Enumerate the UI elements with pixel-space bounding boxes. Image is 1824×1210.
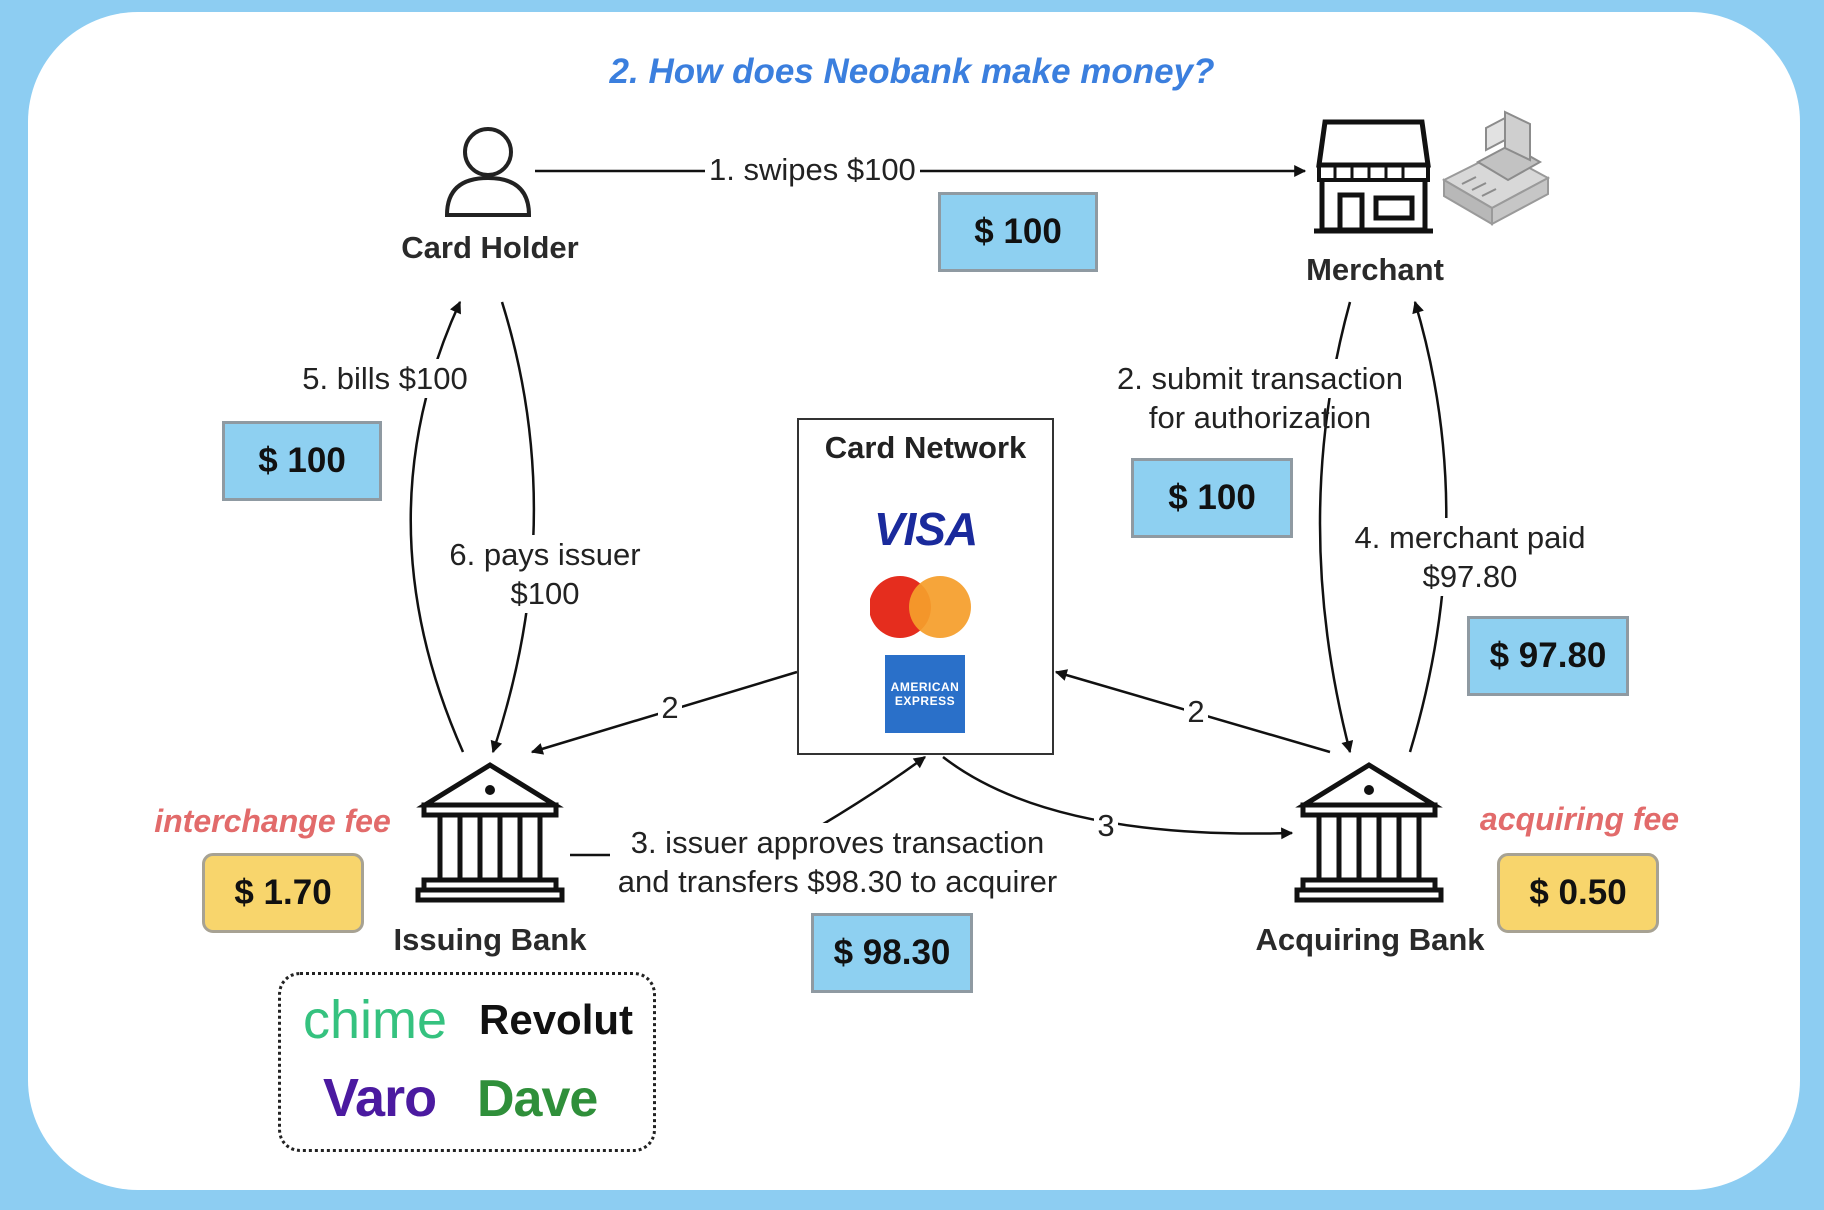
interchange-fee-value: $ 1.70 [202,853,364,933]
neobank-brands-box: chime Revolut Varo Dave [278,972,656,1152]
acquiring-fee-value: $ 0.50 [1497,853,1659,933]
bank-icon [415,762,565,903]
step-label: 2 [1184,692,1208,731]
arrow-pays-issuer [490,301,536,754]
revolut-logo: Revolut [479,996,634,1043]
arrow-network-to-acquirer [942,756,1294,840]
issuer-approves-label-line2: and transfers $98.30 to acquirer [605,862,1070,901]
amount-swipe: $ 100 [938,192,1098,272]
person-icon [444,127,532,217]
amount-bills: $ 100 [222,421,382,501]
mastercard-logo [870,576,971,638]
chime-logo: chime [303,990,448,1050]
amex-logo-line2: EXPRESS [894,694,956,708]
merchant-paid-label-line2: $97.80 [1340,557,1600,596]
card-network-title: Card Network [824,430,1027,465]
submit-label-line2: for authorization [1148,400,1372,435]
issuing-bank-label: Issuing Bank [393,922,587,957]
acquiring-bank-label: Acquiring Bank [1255,922,1485,957]
merchant-label: Merchant [1306,252,1444,287]
store-icon [1314,119,1433,234]
pays-issuer-label-line1: 6. pays issuer [440,535,650,574]
arrow-issuer-to-network [570,757,925,857]
interchange-fee-label: interchange fee [154,803,391,839]
issuer-approves-label-line1: 3. issuer approves transaction [610,823,1065,862]
step-label: 2 [658,688,682,727]
bills-label: 5. bills $100 [290,359,480,398]
pays-issuer-label-line2: $100 [490,574,600,613]
dave-logo: Dave [477,1070,598,1128]
card-holder-label: Card Holder [401,230,579,265]
varo-logo: Varo [323,1068,437,1128]
amount-merchant-paid: $ 97.80 [1467,616,1629,696]
amex-logo: AMERICAN EXPRESS [885,655,965,733]
visa-logo: VISA [873,503,978,555]
step-label: 3 [1094,806,1118,845]
submit-label-line1: 2. submit transaction [1095,359,1425,398]
swipes-label: 1. swipes $100 [705,150,920,189]
amount-submit: $ 100 [1131,458,1293,538]
cash-register-icon [1441,110,1551,226]
merchant-paid-label-line1: 4. merchant paid [1340,518,1600,557]
amount-transfer: $ 98.30 [811,913,973,993]
bank-icon [1294,762,1444,903]
diagram-title: 2. How does Neobank make money? [609,52,1215,91]
acquiring-fee-label: acquiring fee [1479,801,1680,837]
amex-logo-line1: AMERICAN [890,680,960,694]
